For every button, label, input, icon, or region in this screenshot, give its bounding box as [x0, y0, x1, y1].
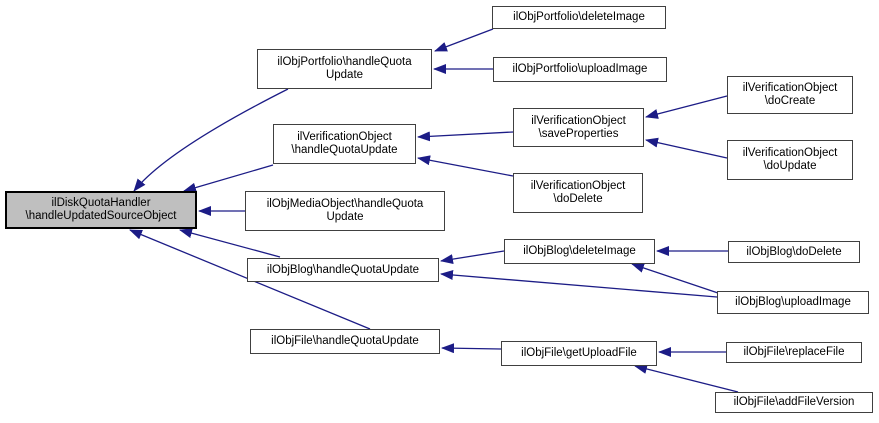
graph-node-label: \saveProperties: [538, 127, 619, 140]
graph-node-ilObjBlog-doDelete[interactable]: ilObjBlog\doDelete: [728, 241, 860, 263]
graph-node-ilVerificationObject-doDelete[interactable]: ilVerificationObject\doDelete: [513, 173, 643, 213]
graph-edge-ilObjPortfolio-deleteImage--to--ilObjPortfolio-handleQuotaUpdate: [434, 28, 494, 52]
graph-edge-ilObjBlog-uploadImage--to--ilObjBlog-handleQuotaUpdate: [440, 270, 718, 298]
graph-edge-ilVerificationObject-handleQuotaUpdate--to--main: [183, 164, 274, 193]
graph-node-label: ilVerificationObject: [742, 147, 838, 159]
graph-edge-ilObjBlog-deleteImage--to--ilObjBlog-handleQuotaUpdate: [440, 250, 505, 265]
graph-edge-ilVerificationObject-doDelete--to--ilVerificationObject-handleQuotaUpdate: [417, 155, 514, 177]
graph-node-label: ilVerificationObject: [530, 180, 626, 192]
graph-node-ilObjBlog-deleteImage[interactable]: ilObjBlog\deleteImage: [504, 239, 655, 264]
graph-edge-ilObjBlog-uploadImage--to--ilObjBlog-deleteImage: [631, 263, 719, 294]
graph-edge-ilObjFile-addFileVersion--to--ilObjFile-getUploadFile: [634, 364, 739, 393]
graph-node-label: ilDiskQuotaHandler: [51, 197, 151, 209]
graph-node-label: \doCreate: [764, 95, 816, 107]
graph-node-ilVerificationObject-handleQuotaUpdate[interactable]: ilVerificationObject\handleQuotaUpdate: [273, 124, 416, 164]
graph-node-label: \doDelete: [553, 193, 603, 205]
graph-node-ilVerificationObject-doCreate[interactable]: ilVerificationObject\doCreate: [727, 76, 853, 114]
graph-node-label: \doUpdate: [763, 160, 817, 172]
graph-node-label: Update: [325, 69, 364, 81]
graph-node-label: ilObjPortfolio\handleQuota: [277, 56, 412, 68]
graph-node-label: Update: [326, 211, 364, 223]
graph-node-label: ilVerificationObject: [531, 114, 626, 127]
graph-edge-ilVerificationObject-doUpdate--to--ilVerificationObject-saveProperties: [645, 137, 728, 159]
graph-edge-ilObjBlog-handleQuotaUpdate--to--main: [179, 228, 281, 258]
graph-node-label: ilObjFile\addFileVersion: [733, 396, 855, 408]
graph-node-label: ilObjPortfolio\deleteImage: [513, 11, 645, 23]
graph-edge-ilVerificationObject-saveProperties--to--ilVerificationObject-handleQuotaUpdate: [417, 131, 514, 142]
graph-node-ilObjBlog-uploadImage[interactable]: ilObjBlog\uploadImage: [717, 291, 869, 314]
graph-node-ilVerificationObject-doUpdate[interactable]: ilVerificationObject\doUpdate: [727, 140, 853, 180]
graph-node-label: \handleQuotaUpdate: [291, 144, 398, 156]
graph-node-label: ilObjPortfolio\uploadImage: [512, 63, 648, 75]
graph-node-ilObjBlog-handleQuotaUpdate[interactable]: ilObjBlog\handleQuotaUpdate: [247, 258, 439, 282]
graph-edge-ilVerificationObject-doCreate--to--ilVerificationObject-saveProperties: [645, 95, 728, 119]
graph-node-ilDiskQuotaHandler-handleUpdatedSourceObject[interactable]: ilDiskQuotaHandler\handleUpdatedSourceOb…: [5, 191, 197, 229]
graph-node-label: ilObjFile\replaceFile: [743, 346, 845, 358]
graph-node-ilVerificationObject-saveProperties[interactable]: ilVerificationObject\saveProperties: [513, 108, 644, 147]
graph-node-label: ilObjBlog\deleteImage: [523, 245, 636, 257]
graph-edge-ilObjFile-getUploadFile--to--ilObjFile-handleQuotaUpdate: [441, 343, 502, 354]
graph-node-label: ilObjFile\getUploadFile: [521, 347, 637, 359]
graph-node-label: ilVerificationObject: [297, 131, 392, 143]
graph-node-ilObjFile-replaceFile[interactable]: ilObjFile\replaceFile: [726, 342, 862, 363]
graph-node-ilObjFile-getUploadFile[interactable]: ilObjFile\getUploadFile: [501, 341, 657, 366]
graph-node-label: \handleUpdatedSourceObject: [25, 210, 177, 222]
graph-node-ilObjPortfolio-deleteImage[interactable]: ilObjPortfolio\deleteImage: [492, 6, 666, 29]
graph-node-label: ilObjBlog\uploadImage: [735, 296, 851, 308]
graph-node-ilObjPortfolio-uploadImage[interactable]: ilObjPortfolio\uploadImage: [493, 57, 667, 82]
graph-node-ilObjFile-addFileVersion[interactable]: ilObjFile\addFileVersion: [715, 392, 873, 413]
graph-node-label: ilObjBlog\doDelete: [746, 245, 842, 258]
graph-node-label: ilVerificationObject: [742, 82, 838, 94]
graph-node-label: ilObjBlog\handleQuotaUpdate: [266, 263, 420, 276]
graph-node-label: ilObjFile\handleQuotaUpdate: [271, 335, 419, 347]
graph-node-ilObjFile-handleQuotaUpdate[interactable]: ilObjFile\handleQuotaUpdate: [250, 329, 440, 354]
graph-edge-ilObjPortfolio-handleQuotaUpdate--to--main: [133, 88, 289, 192]
graph-node-label: ilObjMediaObject\handleQuota: [266, 198, 424, 210]
